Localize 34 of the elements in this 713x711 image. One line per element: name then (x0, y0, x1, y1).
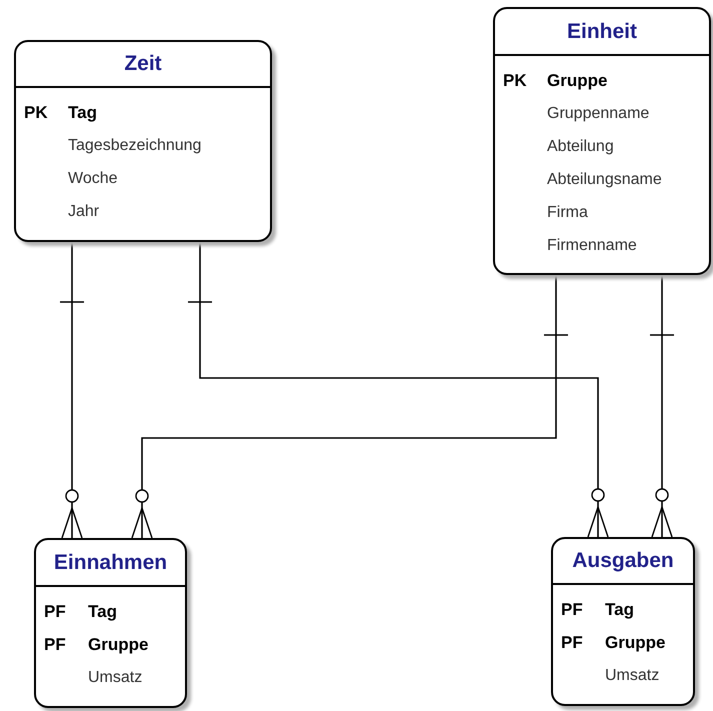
attribute-name: Abteilungsname (547, 170, 662, 190)
key-marker: PK (24, 102, 48, 122)
entity-box (551, 537, 695, 706)
attribute-name: Gruppe (88, 634, 148, 656)
key-marker: PF (44, 602, 66, 620)
attribute-name: Tag (68, 102, 97, 124)
attribute-name: Jahr (68, 202, 100, 222)
entity-name: Zeit (16, 42, 270, 88)
key-marker: PF (44, 634, 66, 654)
relationship-line (649, 275, 675, 538)
entity-name: Einnahmen (36, 540, 185, 587)
attribute-name: Firmenname (547, 236, 637, 256)
relationship-line (131, 275, 569, 539)
relationship-line (59, 242, 85, 539)
entity-box (34, 538, 187, 708)
attribute-name: Abteilung (547, 136, 614, 156)
attribute-name: Gruppenname (547, 104, 650, 124)
key-marker: PF (561, 600, 583, 618)
attribute-name: Firma (547, 202, 588, 222)
entity-name: Einheit (495, 9, 709, 56)
key-marker: PK (503, 70, 527, 90)
attribute-name: Tag (88, 600, 117, 623)
attribute-name: Tag (605, 598, 634, 621)
relationship-line (187, 242, 609, 538)
attribute-name: Umsatz (605, 666, 660, 686)
entity-name: Ausgaben (553, 539, 693, 585)
attribute-name: Woche (68, 168, 118, 188)
attribute-name: Gruppe (605, 632, 666, 654)
attribute-name: Umsatz (88, 668, 142, 688)
attribute-name: Gruppe (547, 70, 608, 92)
key-marker: PF (561, 632, 583, 652)
entity-box (14, 40, 272, 242)
attribute-name: Tagesbezeichnung (68, 136, 202, 156)
entity-box (493, 7, 711, 275)
